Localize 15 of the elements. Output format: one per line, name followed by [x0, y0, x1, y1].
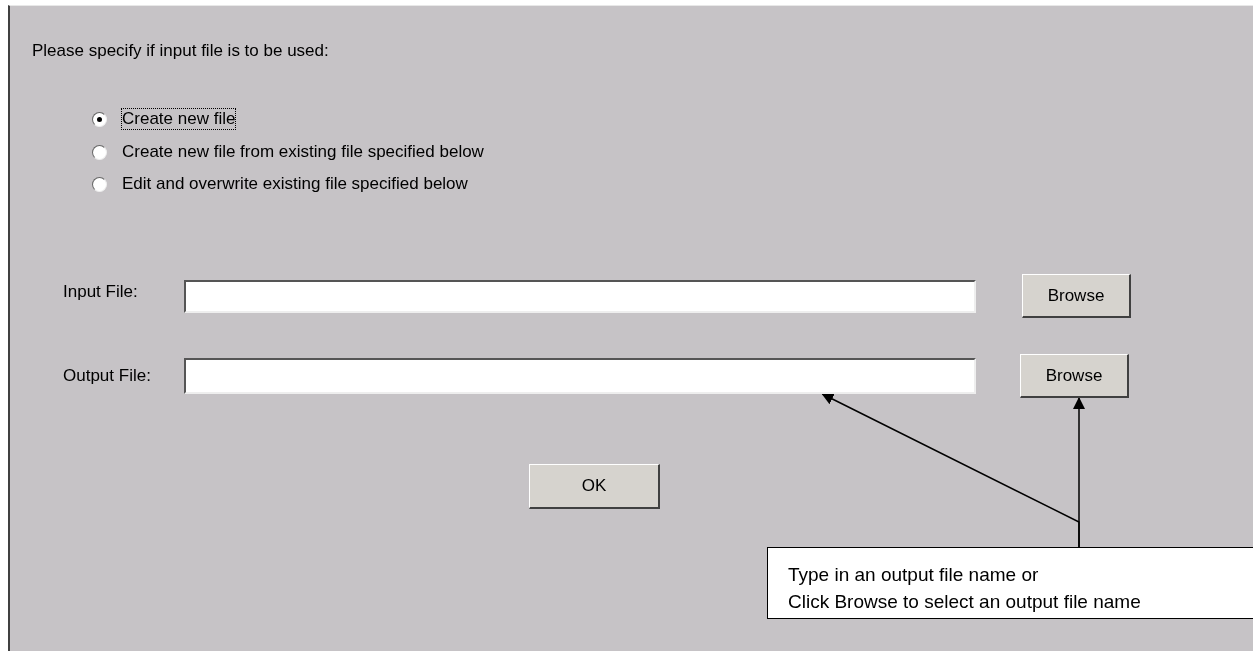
- input-field: [184, 280, 976, 313]
- option-label: Create new file: [122, 109, 236, 129]
- browse-button: Browse: [1022, 274, 1131, 318]
- ok-button: OK: [529, 464, 660, 509]
- option-label: Edit and overwrite existing file specified below: [122, 174, 468, 194]
- arrow: [1073, 397, 1085, 548]
- instruction-text: Please specify if input file is to be used:: [32, 41, 329, 61]
- field-label: Input File:: [63, 282, 138, 302]
- callout-box: [767, 547, 1253, 619]
- callout-text: Click Browse to select an output file name: [788, 590, 1142, 614]
- field-label: Output File:: [63, 366, 151, 386]
- option-label: Create new file from existing file specified below: [122, 142, 484, 162]
- callout-text: Type in an output file name or: [788, 563, 1040, 587]
- browse-button: Browse: [1020, 354, 1129, 398]
- output-field: [184, 358, 976, 394]
